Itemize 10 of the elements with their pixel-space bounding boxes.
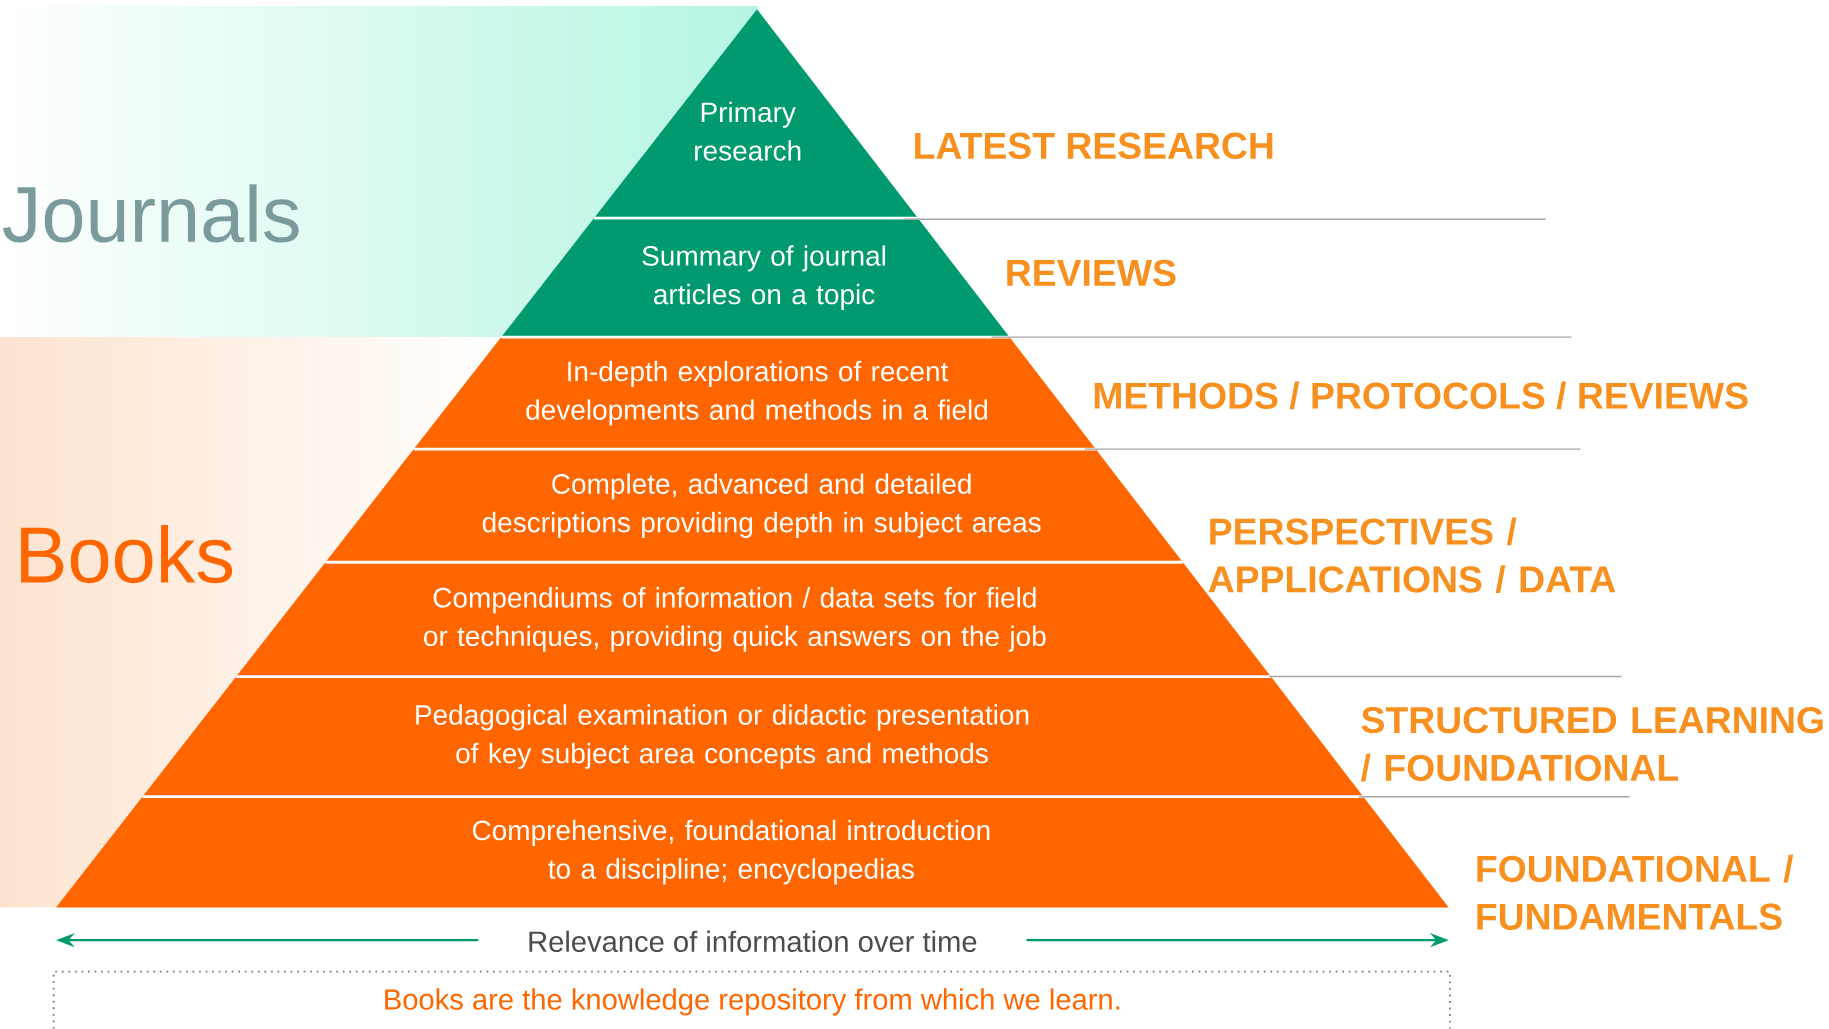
level-label: FOUNDATIONAL / FUNDAMENTALS bbox=[1477, 854, 1794, 931]
level-label: METHODS / PROTOCOLS / REVIEWS bbox=[1094, 381, 1748, 410]
level-label: LATEST RESEARCH bbox=[915, 132, 1273, 160]
category-region: Journals bbox=[3, 184, 299, 243]
category-region: Books bbox=[21, 525, 233, 584]
level-label: REVIEWS bbox=[1007, 259, 1176, 287]
pyramid-band: Complete, advanced and detailed descriptions providing depth in subject areas bbox=[325, 449, 1183, 563]
note-box: Books are the knowledge repository from which we learn. bbox=[52, 970, 1451, 1029]
axis-label: Relevance of information over time bbox=[529, 930, 977, 953]
pyramid-band: Comprehensive, foundational introduction to a discipline; encyclopedias bbox=[56, 796, 1449, 908]
